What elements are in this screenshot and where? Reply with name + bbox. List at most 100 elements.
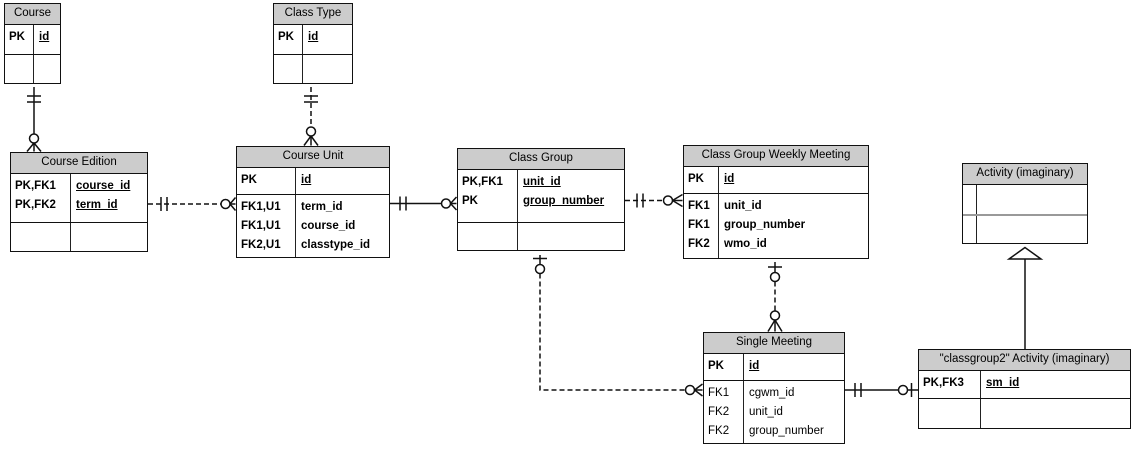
- attribute-row: PK group_number: [458, 192, 624, 211]
- empty-section: [5, 54, 60, 83]
- entity-title: Class Type: [274, 4, 352, 25]
- key-label: PK,FK2: [15, 199, 56, 211]
- key-label: PK: [241, 174, 257, 186]
- entity-title: Course Edition: [11, 153, 147, 174]
- attribute-row: PK id: [5, 28, 60, 47]
- column-divider: [302, 25, 303, 54]
- empty-section: [11, 222, 147, 251]
- entity-title: Class Group Weekly Meeting: [684, 146, 868, 167]
- key-label: FK1,U1: [241, 201, 281, 213]
- key-label: FK1: [688, 200, 710, 212]
- key-label: PK: [708, 360, 724, 372]
- attribute-name: id: [301, 174, 312, 186]
- pk-section: PK,FK3 sm_id: [919, 371, 1130, 398]
- pk-section: PK,FK1 course_id PK,FK2 term_id: [11, 174, 147, 222]
- attribute-row: PK id: [237, 171, 389, 190]
- key-label: PK,FK3: [923, 377, 964, 389]
- pk-section: PK id: [684, 167, 868, 193]
- zero-or-one-icon: [897, 383, 918, 397]
- attribute-name: id: [724, 173, 735, 185]
- column-divider: [33, 25, 34, 54]
- attribute-name: id: [39, 31, 50, 43]
- attribute-name: wmo_id: [724, 238, 767, 250]
- zero-or-many-crowfoot-icon: [220, 197, 237, 211]
- attribute-name: unit_id: [749, 406, 783, 418]
- attribute-name: term_id: [76, 199, 118, 211]
- attribute-name: id: [749, 360, 760, 372]
- key-label: PK,FK1: [462, 176, 503, 188]
- column-divider: [718, 194, 719, 258]
- column-divider: [295, 168, 296, 194]
- attribute-row: FK2 wmo_id: [684, 235, 868, 254]
- one-mark-icon: [160, 197, 168, 211]
- column-divider: [33, 55, 34, 83]
- attribute-name: classtype_id: [301, 239, 371, 251]
- attribute-name: course_id: [301, 220, 356, 232]
- one-mark-icon: [854, 383, 862, 397]
- attribute-name: group_number: [523, 195, 605, 207]
- attribute-row: PK,FK1 course_id: [11, 177, 147, 196]
- empty-section: [963, 214, 1087, 243]
- column-divider: [70, 223, 71, 251]
- pk-section: PK,FK1 unit_id PK group_number: [458, 170, 624, 222]
- empty-section: [919, 398, 1130, 428]
- entity-single-meeting: Single Meeting PK id FK1 cgwm_id FK2 uni…: [703, 332, 845, 444]
- key-label: PK: [462, 195, 478, 207]
- one-mark-icon: [636, 193, 644, 208]
- attribute-name: unit_id: [724, 200, 762, 212]
- zero-or-many-crowfoot-icon: [767, 310, 783, 332]
- attribute-row: FK1,U1 term_id: [237, 198, 389, 217]
- attribute-name: group_number: [749, 425, 824, 437]
- inheritance-triangle-icon: [1006, 246, 1044, 260]
- pk-section: PK id: [5, 25, 60, 54]
- connector-course-edition-to-course-unit: [148, 197, 237, 211]
- attribute-row: PK id: [704, 357, 844, 376]
- attribute-section: FK1 cgwm_id FK2 unit_id FK2 group_number: [704, 380, 844, 443]
- attribute-row: PK,FK2 term_id: [11, 196, 147, 215]
- attribute-row: PK id: [274, 28, 352, 47]
- attribute-name: cgwm_id: [749, 387, 795, 399]
- attribute-name: group_number: [724, 219, 806, 231]
- attribute-row: PK,FK3 sm_id: [919, 374, 1130, 393]
- connector-class-group-to-single-meeting: [533, 255, 703, 397]
- key-label: FK2: [708, 425, 730, 437]
- column-divider: [976, 216, 977, 243]
- connector-class-type-to-course-unit: [303, 87, 319, 146]
- attribute-section: FK1 unit_id FK1 group_number FK2 wmo_id: [684, 193, 868, 258]
- empty-section: [458, 222, 624, 250]
- attribute-name: sm_id: [986, 377, 1020, 389]
- key-label: FK2: [688, 238, 710, 250]
- connector-single-meeting-to-classgroup2-activity: [845, 383, 918, 397]
- one-mark-icon: [304, 95, 318, 103]
- empty-pk-section: [963, 185, 1087, 214]
- connector-course-unit-to-class-group: [390, 196, 458, 211]
- key-label: PK: [9, 31, 25, 43]
- connector-class-group-to-cgwm: [625, 193, 683, 208]
- attribute-row: FK2 group_number: [704, 422, 844, 441]
- one-mark-icon: [27, 95, 41, 103]
- attribute-row: FK1 cgwm_id: [704, 384, 844, 403]
- key-label: PK: [278, 31, 294, 43]
- connector-cgwm-to-single-meeting: [767, 262, 783, 332]
- attribute-row: FK2 unit_id: [704, 403, 844, 422]
- entity-class-type: Class Type PK id: [273, 3, 353, 84]
- one-mark-icon: [399, 196, 407, 211]
- entity-class-group-weekly-meeting: Class Group Weekly Meeting PK id FK1 uni…: [683, 145, 869, 259]
- attribute-row: FK1 group_number: [684, 216, 868, 235]
- entity-activity-imaginary: Activity (imaginary): [962, 163, 1088, 244]
- attribute-name: course_id: [76, 180, 131, 192]
- column-divider: [517, 170, 518, 222]
- key-label: PK: [688, 173, 704, 185]
- column-divider: [980, 399, 981, 428]
- entity-title: Single Meeting: [704, 333, 844, 354]
- empty-section: [274, 54, 352, 83]
- attribute-name: term_id: [301, 201, 343, 213]
- column-divider: [718, 167, 719, 193]
- key-label: FK1: [708, 387, 730, 399]
- zero-or-many-crowfoot-icon: [684, 383, 703, 397]
- zero-or-many-crowfoot-icon: [662, 193, 683, 208]
- attribute-row: FK1,U1 course_id: [237, 217, 389, 236]
- entity-course-unit: Course Unit PK id FK1,U1 term_id FK1,U1 …: [236, 146, 390, 258]
- attribute-row: FK2,U1 classtype_id: [237, 236, 389, 255]
